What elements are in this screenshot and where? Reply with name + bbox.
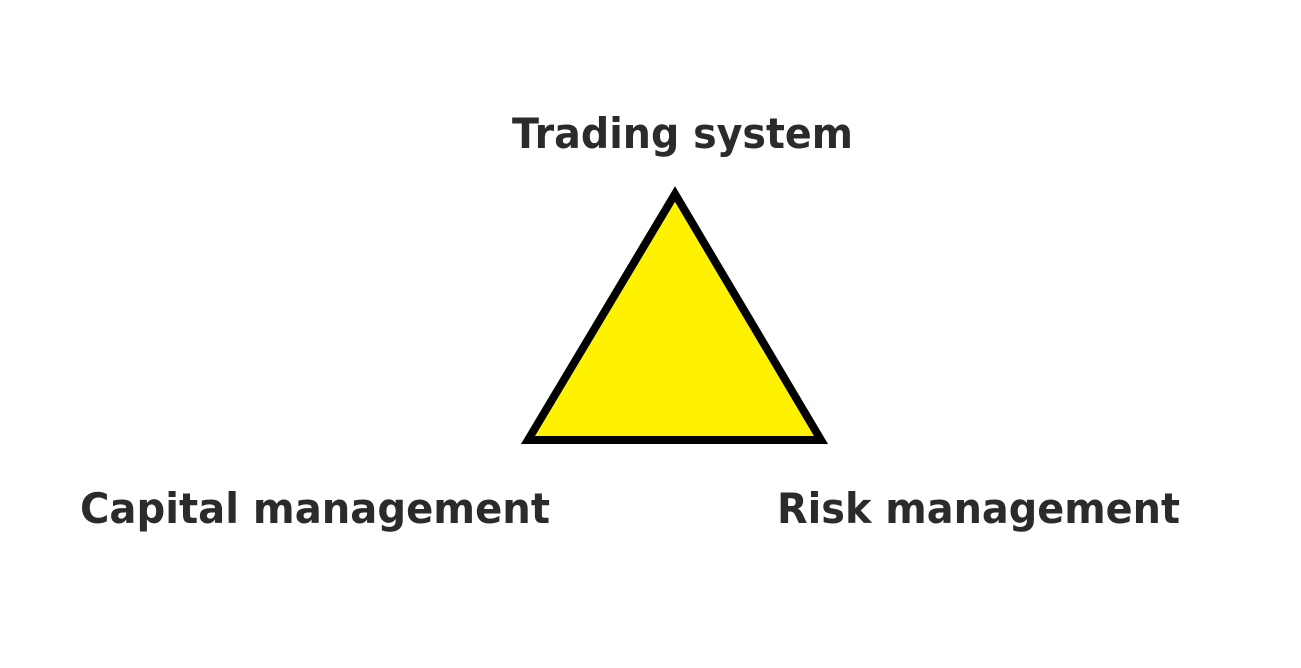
triangle	[520, 186, 829, 444]
right-label: Risk management	[777, 484, 1180, 533]
left-label: Capital management	[80, 484, 550, 533]
top-label: Trading system	[512, 109, 853, 158]
